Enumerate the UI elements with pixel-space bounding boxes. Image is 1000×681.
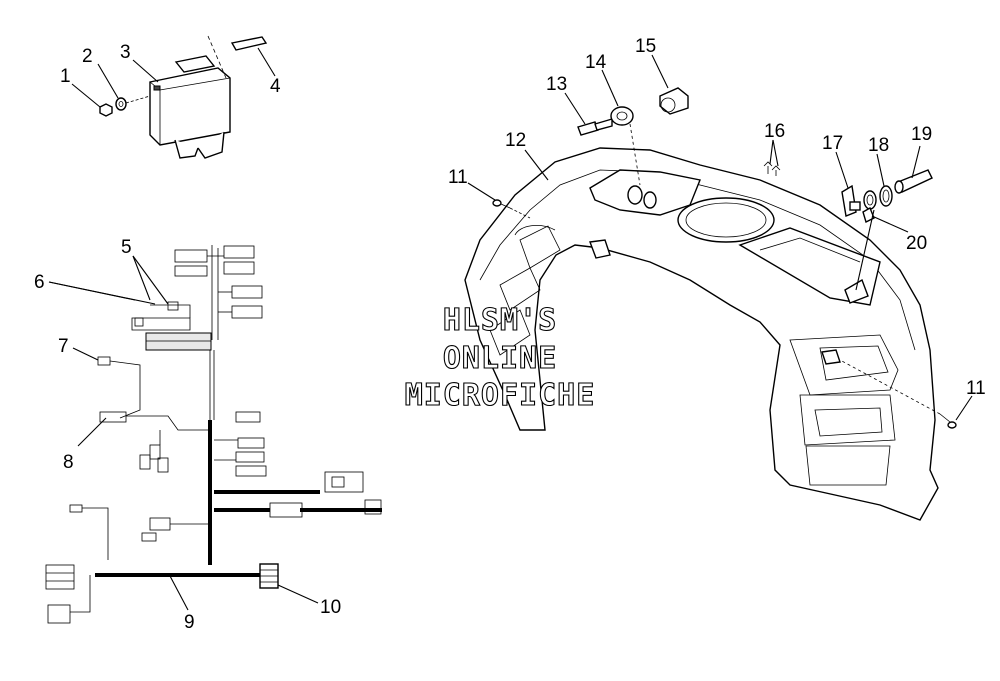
rivets (763, 161, 781, 176)
watermark-line-3: MICROFICHE (405, 378, 596, 413)
callout-12: 12 (505, 130, 526, 151)
callout-20: 20 (906, 233, 927, 254)
leader-lines (48, 47, 973, 611)
callout-6: 6 (34, 272, 45, 293)
screw-left (492, 199, 531, 219)
mounting-bolt (99, 95, 151, 117)
callout-10: 10 (320, 597, 341, 618)
screw-right (839, 359, 957, 429)
callout-labels: 1 2 3 4 5 6 7 8 9 10 11 11 12 13 14 15 1… (34, 36, 986, 633)
ignition-switch (659, 87, 689, 115)
callout-13: 13 (546, 74, 567, 95)
callout-2: 2 (82, 46, 93, 67)
instrument-panel (464, 147, 939, 521)
mounting-pin (207, 35, 268, 79)
callout-9: 9 (184, 612, 195, 633)
callout-15: 15 (635, 36, 656, 57)
rubber-washer (879, 185, 893, 207)
watermark-line-1: HLSM'S (443, 303, 557, 338)
callout-5: 5 (121, 237, 132, 258)
ignition-key (577, 118, 613, 136)
wiring-harness (45, 245, 382, 624)
watermark: HLSM'S ONLINE MICROFICHE (404, 302, 596, 413)
watermark-line-2: ONLINE (443, 341, 557, 376)
lamp-socket (894, 169, 933, 194)
callout-17: 17 (822, 133, 843, 154)
callout-8: 8 (63, 452, 74, 473)
callout-19: 19 (911, 124, 932, 145)
ignition-nut (610, 106, 641, 186)
callout-18: 18 (868, 135, 889, 156)
callout-11-right: 11 (966, 378, 986, 399)
callout-16: 16 (764, 121, 785, 142)
callout-11-left: 11 (448, 167, 468, 188)
switch-nut (862, 190, 877, 223)
toggle-switch (841, 184, 861, 217)
callout-14: 14 (585, 52, 607, 73)
callout-7: 7 (58, 336, 69, 357)
callout-4: 4 (270, 76, 281, 97)
callout-3: 3 (120, 42, 131, 63)
cdi-module (149, 55, 231, 159)
callout-1: 1 (60, 66, 71, 87)
